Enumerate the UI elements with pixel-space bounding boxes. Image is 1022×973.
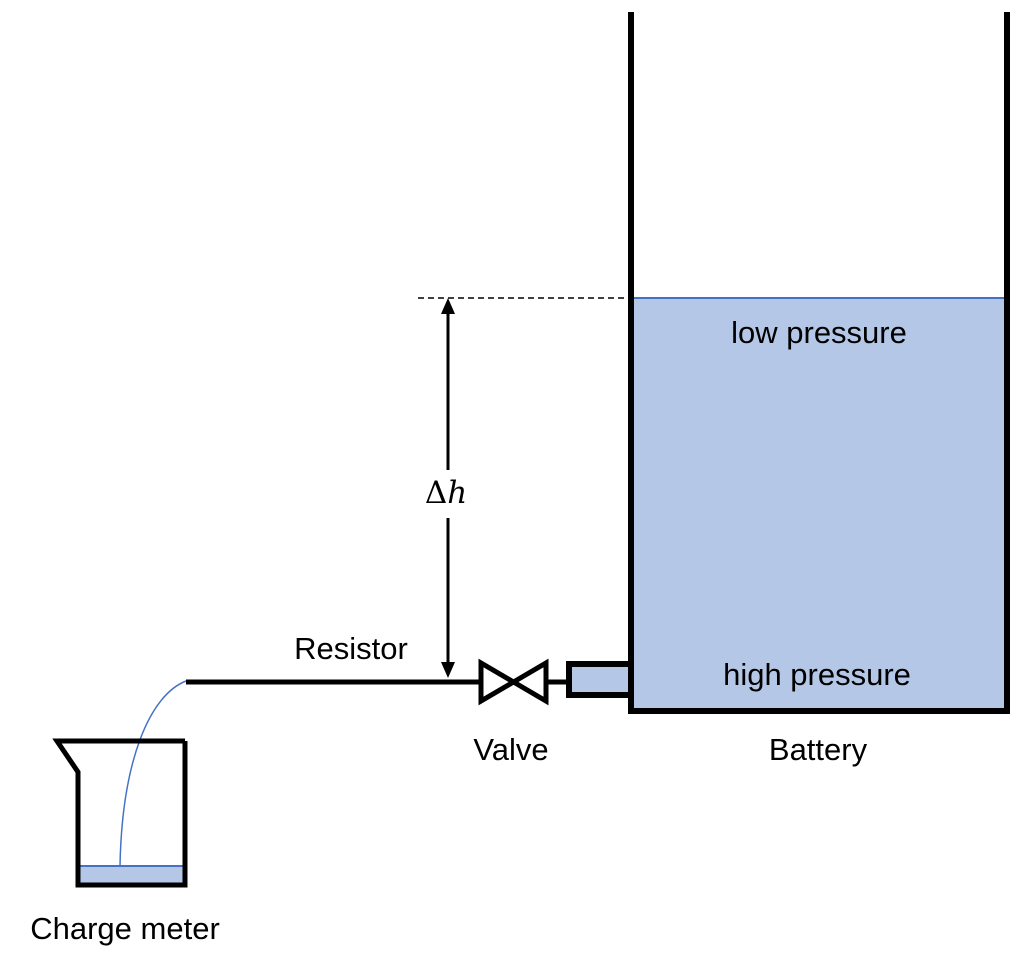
low-pressure-label: low pressure [731, 315, 907, 350]
delta-h-arrowhead-down [441, 662, 455, 678]
valve-label: Valve [473, 732, 548, 767]
resistor-label: Resistor [294, 631, 408, 666]
delta-h-label: Δh [425, 475, 467, 511]
beaker-water [79, 866, 185, 885]
delta-symbol: Δ [425, 475, 447, 511]
outlet-stub-water [569, 664, 631, 695]
valve-icon [478, 658, 549, 706]
beaker-outline [52, 738, 188, 888]
battery-label: Battery [769, 732, 868, 767]
charge-meter-label: Charge meter [30, 911, 220, 946]
height-symbol: h [447, 475, 467, 511]
battery-water [631, 298, 1007, 710]
high-pressure-label: high pressure [723, 657, 911, 692]
delta-h-arrowhead-up [441, 298, 455, 314]
water-stream [119, 680, 187, 867]
battery-tank-wall [628, 12, 1010, 714]
